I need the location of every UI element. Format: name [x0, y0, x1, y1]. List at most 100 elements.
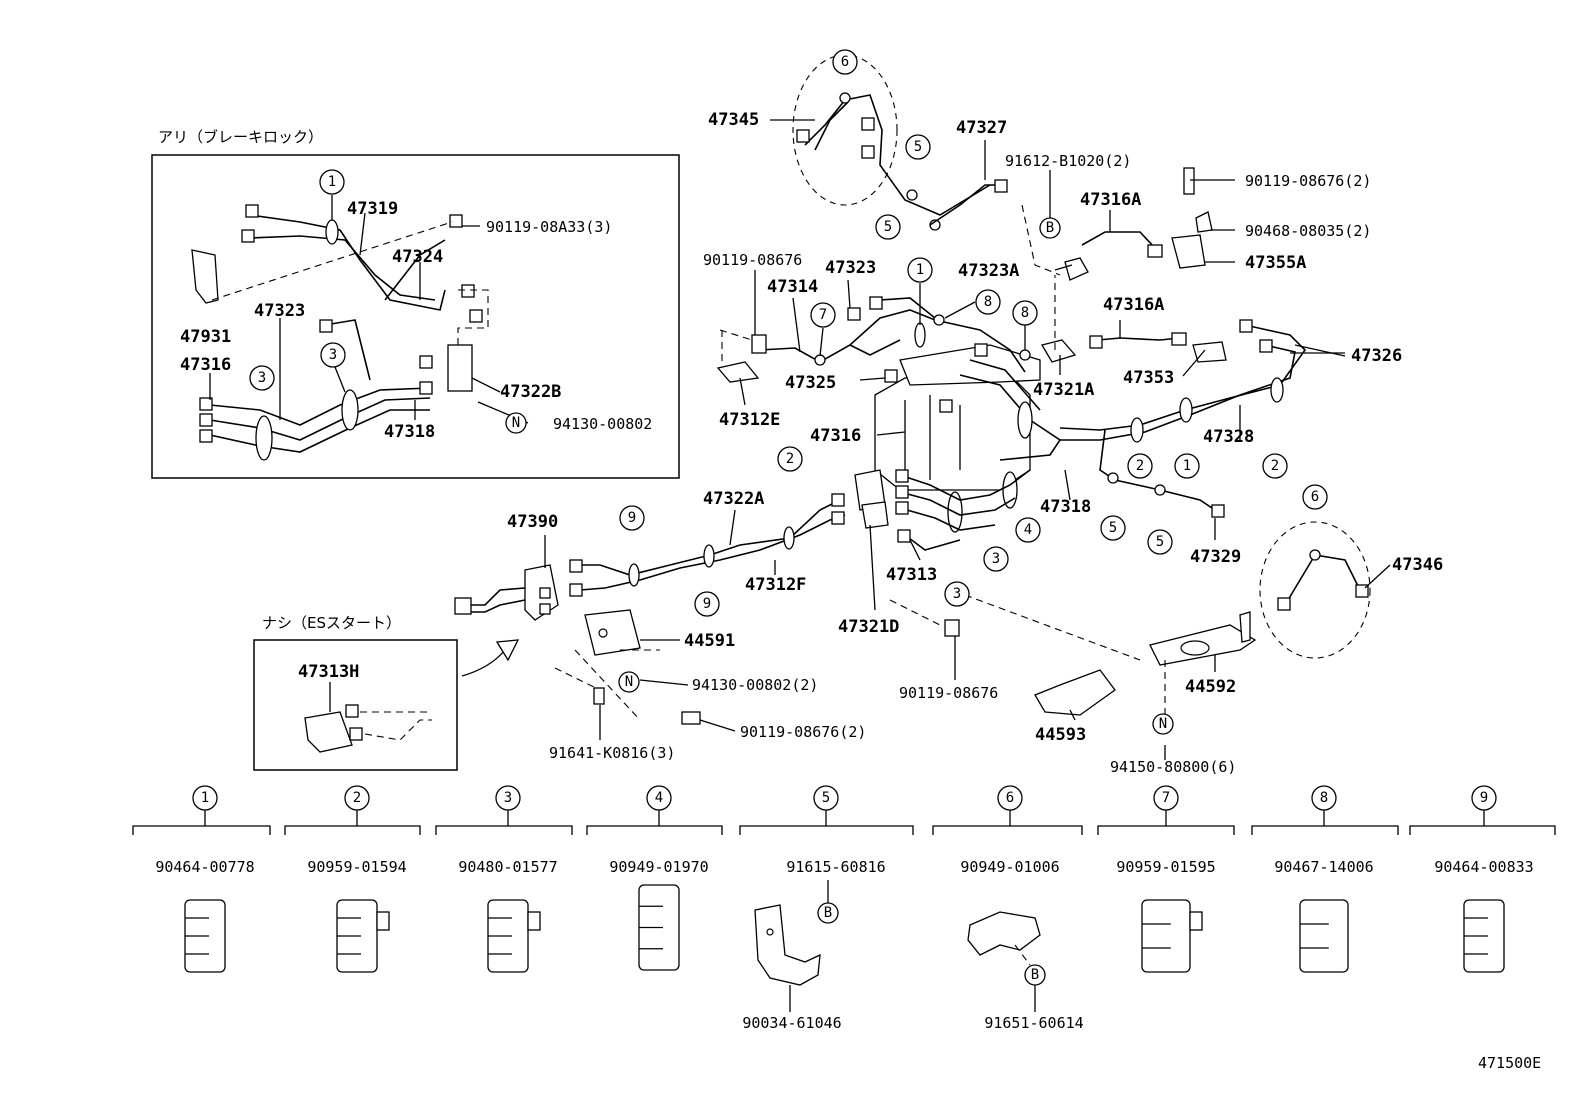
- label-47314: 47314: [767, 277, 818, 297]
- svg-text:3: 3: [992, 551, 1000, 567]
- bolt-90119-bot1: [681, 711, 701, 725]
- legend-number: 3: [504, 790, 512, 806]
- legend-bracket: [1409, 810, 1556, 835]
- label-47316-mid: 47316: [810, 426, 861, 446]
- bracket-44593: [1034, 669, 1116, 716]
- pipe-47327: [929, 184, 1000, 226]
- marker-1b: 1: [1174, 453, 1200, 479]
- svg-text:3: 3: [953, 586, 961, 602]
- clip-drawing: [967, 911, 1041, 956]
- label-inset-47323: 47323: [254, 301, 305, 321]
- legend-bracket: [1097, 810, 1235, 835]
- label-47321D: 47321D: [838, 617, 899, 637]
- marker-N-main: N: [618, 671, 640, 693]
- inset-block-47322B: [447, 344, 473, 392]
- bolt-91641: [593, 687, 605, 705]
- label-47328: 47328: [1203, 427, 1254, 447]
- label-47316A-mid: 47316A: [1103, 295, 1164, 315]
- marker-1-mid: 1: [907, 257, 933, 283]
- legend-number: 1: [201, 790, 209, 806]
- label-47319: 47319: [347, 199, 398, 219]
- label-47312F: 47312F: [745, 575, 806, 595]
- marker-5d: 5: [1147, 529, 1173, 555]
- bracket-47321A: [1040, 339, 1077, 363]
- label-47322A: 47322A: [703, 489, 764, 509]
- label-91612-b1020: 91612-B1020(2): [1005, 152, 1131, 170]
- label-47322B: 47322B: [500, 382, 561, 402]
- marker-2b: 2: [1262, 453, 1288, 479]
- legend-bracket: [739, 810, 914, 835]
- svg-text:3: 3: [258, 370, 266, 386]
- marker-B-top: B: [1039, 217, 1061, 239]
- bracket-47355A: [1171, 234, 1206, 269]
- label-47355A: 47355A: [1245, 253, 1306, 273]
- marker-5c: 5: [1100, 515, 1126, 541]
- bolt-90119-bot2: [944, 619, 960, 637]
- label-94130-00802: 94130-00802(2): [692, 676, 818, 694]
- inset-no-es-start-title: ナシ（ESスタート）: [262, 614, 401, 632]
- inset-clamp-3b: [341, 389, 359, 431]
- label-47325: 47325: [785, 373, 836, 393]
- svg-text:5: 5: [884, 219, 892, 235]
- clip-drawing: [1299, 899, 1349, 973]
- svg-text:1: 1: [916, 262, 924, 278]
- legend-part-number: 90480-01577: [458, 858, 557, 876]
- bracket-44591: [584, 609, 641, 656]
- legend-bracket: [932, 810, 1083, 835]
- label-90119-08676-bot2: 90119-08676: [899, 684, 998, 702]
- legend-item-4: 4 90949-01970: [586, 785, 723, 971]
- legend-number: 4: [655, 790, 663, 806]
- inset-pipe-bundle: [209, 387, 431, 426]
- group-outline-47346: [1259, 521, 1371, 659]
- legend-bracket: [435, 810, 573, 835]
- svg-text:9: 9: [628, 510, 636, 526]
- legend-number: 8: [1320, 790, 1328, 806]
- svg-text:4: 4: [1024, 522, 1032, 538]
- marker-4: 4: [1015, 517, 1041, 543]
- legend-number: 6: [1006, 790, 1014, 806]
- legend-part-number: 90949-01006: [960, 858, 1059, 876]
- svg-text:N: N: [1159, 716, 1167, 732]
- svg-text:5: 5: [1156, 534, 1164, 550]
- inset-clamp-1: [325, 219, 339, 245]
- marker-5a: 5: [905, 134, 931, 160]
- label-47316A-top: 47316A: [1080, 190, 1141, 210]
- inset-marker-N: N: [505, 412, 527, 434]
- label-inset-94130: 94130-00802: [553, 415, 652, 433]
- legend-number: 7: [1162, 790, 1170, 806]
- label-47324: 47324: [392, 247, 443, 267]
- bracket-47321D: [861, 501, 889, 529]
- label-47390: 47390: [507, 512, 558, 532]
- svg-text:8: 8: [984, 294, 992, 310]
- inset-no-es-start: ナシ（ESスタート） 47313H: [253, 614, 520, 771]
- inset-brake-lock-frame: [151, 154, 680, 479]
- legend-item-3: 3 90480-01577: [435, 785, 573, 973]
- label-94150-80800: 94150-80800(6): [1110, 758, 1236, 776]
- inset-no-es-start-frame: [253, 639, 458, 771]
- label-91641-k0816: 91641-K0816(3): [549, 744, 675, 762]
- marker-2a: 2: [1127, 453, 1153, 479]
- label-47313: 47313: [886, 565, 937, 585]
- svg-text:B: B: [1031, 967, 1039, 983]
- label-47326: 47326: [1351, 346, 1402, 366]
- bracket-47353: [1192, 341, 1227, 363]
- legend-part-number: 90464-00778: [155, 858, 254, 876]
- label-47931: 47931: [180, 327, 231, 347]
- inset-marker-3b: 3: [320, 342, 346, 368]
- svg-text:3: 3: [329, 347, 337, 363]
- pipe-47346: [1284, 554, 1361, 606]
- legend-extra-part: 91651-60614: [984, 1014, 1083, 1032]
- label-47353: 47353: [1123, 368, 1174, 388]
- svg-text:N: N: [625, 674, 633, 690]
- legend-part-number: 90949-01970: [609, 858, 708, 876]
- clip-drawing: [754, 904, 821, 986]
- marker-8a: 8: [975, 289, 1001, 315]
- label-90468-08035: 90468-08035(2): [1245, 222, 1371, 240]
- label-47323A: 47323A: [958, 261, 1019, 281]
- pipe-47318: [899, 469, 1031, 501]
- svg-text:2: 2: [1136, 458, 1144, 474]
